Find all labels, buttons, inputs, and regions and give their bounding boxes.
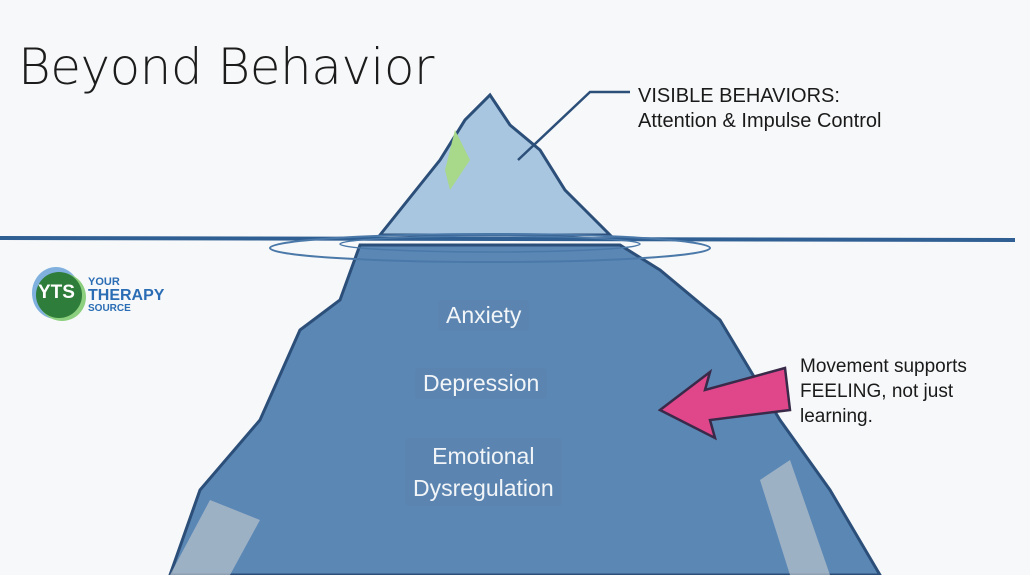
hidden-item-line2: Dysregulation xyxy=(413,475,554,501)
visible-label-line1: VISIBLE BEHAVIORS: xyxy=(638,85,840,107)
logo-mark-text: YTS xyxy=(38,282,75,303)
logo-line3: SOURCE xyxy=(88,303,131,314)
arrow-note: Movement supports FEELING, not just lear… xyxy=(800,354,967,429)
pink-arrow-icon xyxy=(657,366,792,441)
arrow-note-line2: FEELING, not just xyxy=(800,381,954,402)
logo-line1: YOUR xyxy=(88,276,120,288)
visible-behaviors-label: VISIBLE BEHAVIORS: Attention & Impulse C… xyxy=(638,84,881,134)
callout-line xyxy=(517,90,630,161)
hidden-item-anxiety: Anxiety xyxy=(438,300,530,331)
iceberg-underwater xyxy=(168,243,882,575)
page-title: Beyond Behavior xyxy=(18,38,434,96)
waterline xyxy=(0,236,1016,242)
visible-label-line2: Attention & Impulse Control xyxy=(638,110,882,132)
hidden-item-line1: Emotional xyxy=(432,443,535,469)
hidden-item-emotional-dysregulation: Emotional Dysregulation xyxy=(405,438,562,506)
hidden-item-depression: Depression xyxy=(415,368,548,399)
iceberg-tip xyxy=(376,92,614,237)
logo-mark-icon xyxy=(32,267,86,321)
yts-logo: YTS YOUR THERAPY SOURCE xyxy=(30,265,180,325)
logo-line2: THERAPY xyxy=(88,287,165,304)
arrow-note-line3: learning. xyxy=(800,406,873,427)
arrow-note-line1: Movement supports xyxy=(800,356,967,377)
